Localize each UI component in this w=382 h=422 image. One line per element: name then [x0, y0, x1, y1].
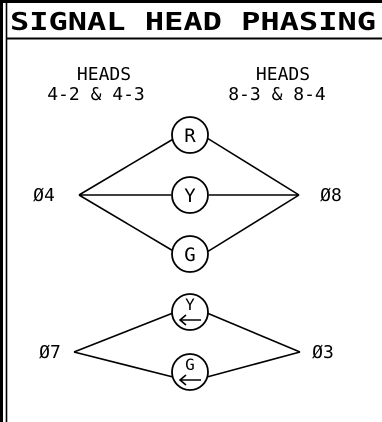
heads-right-ids: 8-3 & 8-4 — [228, 84, 326, 105]
heads-left-ids: 4-2 & 4-3 — [47, 84, 145, 105]
yellow-label: Y — [184, 185, 196, 207]
phase-4-label: Ø4 — [33, 185, 55, 206]
red-label: R — [184, 125, 196, 147]
yellow-arrow-label: Y — [185, 295, 195, 314]
yellow-circle — [171, 176, 209, 214]
green-arrow-label: G — [185, 355, 195, 374]
green-label: G — [184, 244, 195, 266]
signal-green-arrow-indication: G — [171, 353, 209, 391]
signal-yellow-indication: Y — [171, 176, 209, 214]
red-circle — [171, 116, 209, 154]
signal-green-indication: G — [171, 235, 209, 273]
phase-8-label: Ø8 — [320, 185, 342, 206]
heads-right-label: HEADS — [256, 64, 310, 85]
signal-red-indication: R — [171, 116, 209, 154]
green-circle — [171, 235, 209, 273]
left-arrow-icon — [178, 314, 201, 326]
phase-7-label: Ø7 — [39, 342, 61, 363]
lower-connector-lines — [73, 312, 301, 378]
diagram-title: SIGNAL HEAD PHASING — [10, 7, 376, 36]
heads-left-label: HEADS — [77, 64, 131, 85]
left-arrow-icon — [178, 374, 201, 386]
upper-connector-lines — [78, 137, 300, 253]
signal-yellow-arrow-indication: Y — [171, 293, 209, 331]
phase-3-label: Ø3 — [312, 342, 334, 363]
